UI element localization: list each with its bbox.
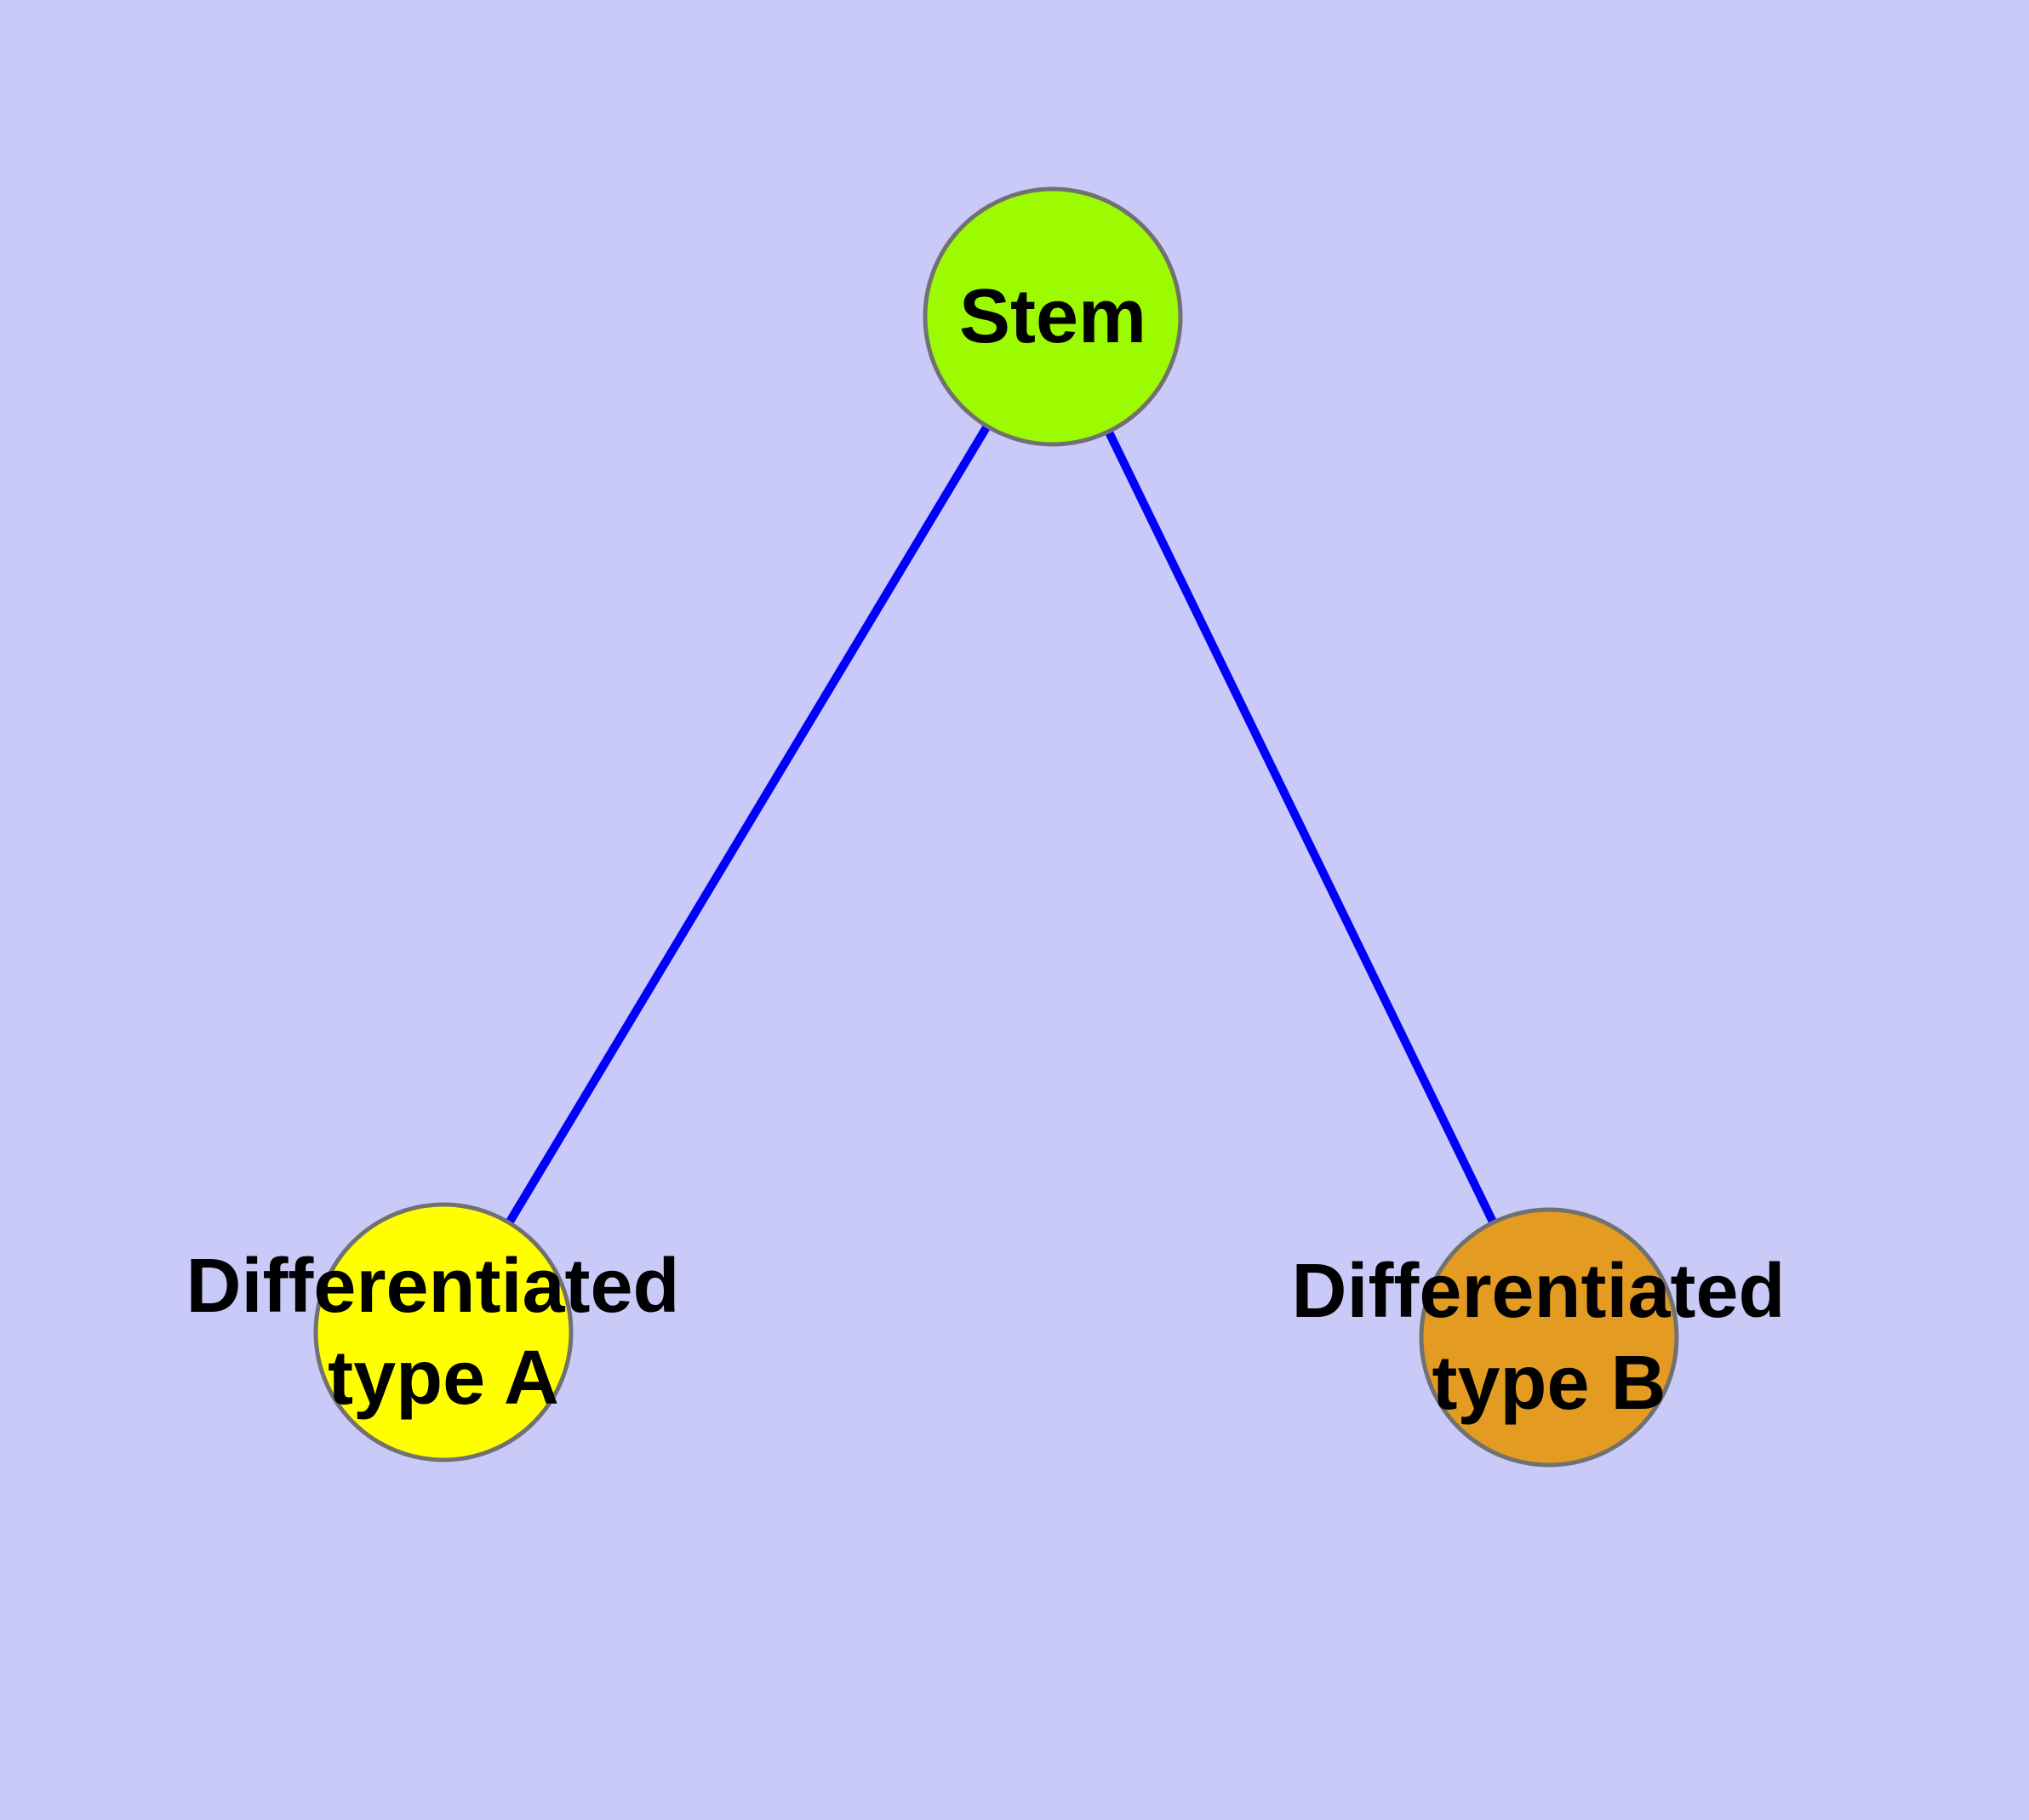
edge-stem-to-type-b[interactable]: [1049, 314, 1553, 1340]
node-stem[interactable]: [923, 186, 1183, 447]
node-differentiated-type-a[interactable]: [313, 1202, 574, 1462]
node-label-type-a-line2: type A: [328, 1336, 559, 1421]
node-differentiated-type-b[interactable]: [1419, 1207, 1679, 1468]
node-label-differentiated-type-a: Differentiated type A: [186, 1244, 700, 1421]
node-label-type-a-line1: Differentiated: [186, 1244, 679, 1329]
edge-stem-to-type-a[interactable]: [439, 314, 1057, 1335]
node-label-type-b-line1: Differentiated: [1291, 1249, 1785, 1334]
node-label-stem: Stem: [959, 274, 1146, 359]
node-label-differentiated-type-b: Differentiated type B: [1291, 1249, 1806, 1426]
node-label-type-b-line2: type B: [1432, 1341, 1666, 1426]
